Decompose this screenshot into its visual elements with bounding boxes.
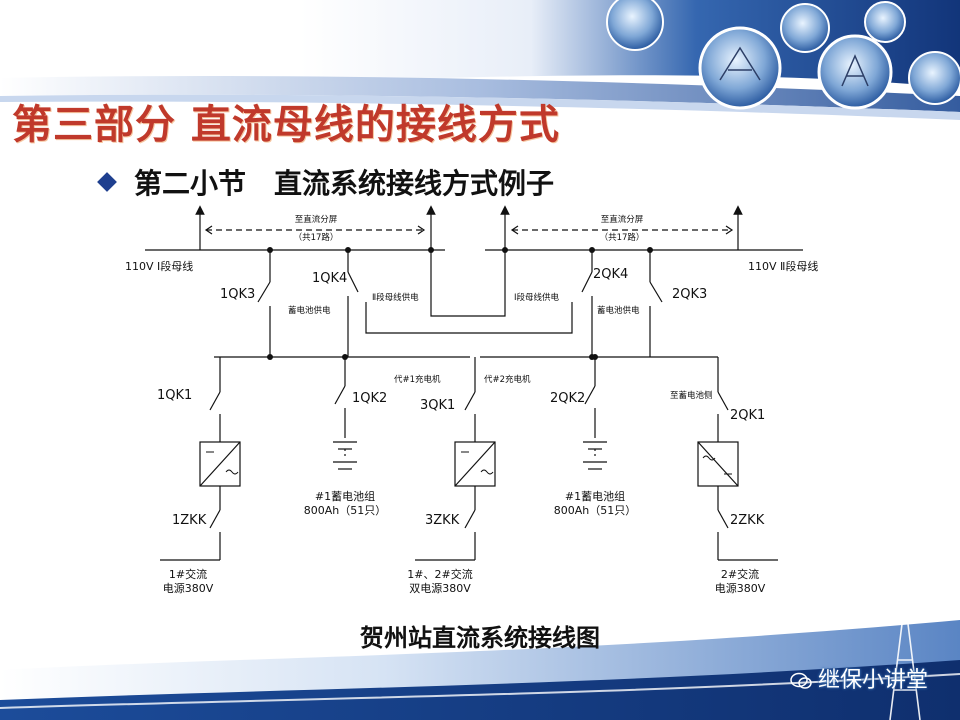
bus-2-label: 110V Ⅱ段母线	[748, 259, 818, 273]
feeder-note-right-1: 至直流分屏	[601, 214, 644, 225]
switch-2qk1-label: 2QK1	[730, 408, 765, 423]
footer-tower-graphic	[880, 599, 930, 720]
wechat-icon	[790, 672, 812, 689]
switch-1qk2-label: 1QK2	[352, 391, 387, 406]
junction-dots	[267, 247, 653, 360]
switch-3zkk-label: 3ZKK	[425, 513, 460, 528]
battery-right-name: #1蓄电池组	[565, 489, 625, 503]
note-bus2-supply: Ⅱ段母线供电	[372, 292, 419, 303]
battery-left-capacity: 800Ah（51只）	[304, 504, 387, 517]
watermark: 继保小讲堂	[790, 662, 928, 694]
subtitle-row: 第二小节 直流系统接线方式例子	[97, 162, 555, 202]
note-battery-supply-left: 蓄电池供电	[288, 305, 331, 316]
note-bus1-supply: Ⅰ段母线供电	[514, 292, 560, 303]
header-banner	[0, 0, 960, 120]
source-right-2: 电源380V	[715, 581, 766, 595]
diagram-lines	[145, 205, 803, 561]
switch-3qk1-label: 3QK1	[420, 398, 455, 413]
slide-title: 第三部分 直流母线的接线方式	[12, 101, 560, 148]
rectifier-symbols	[206, 451, 732, 475]
source-left-2: 电源380V	[163, 581, 214, 595]
feeder-note-right-2: （共17路）	[600, 232, 645, 243]
switch-2zkk-label: 2ZKK	[730, 513, 765, 528]
switch-2qk4-label: 2QK4	[593, 267, 628, 282]
source-mid-1: 1#、2#交流	[407, 567, 472, 581]
section-subtitle: 第二小节 直流系统接线方式例子	[134, 167, 555, 200]
diagram-caption: 贺州站直流系统接线图	[360, 623, 600, 652]
footer-band	[0, 599, 960, 720]
battery-left-name: #1蓄电池组	[315, 489, 375, 503]
watermark-text: 继保小讲堂	[817, 668, 928, 693]
note-sub-charger-1: 代#1充电机	[394, 374, 441, 385]
header-photo-orbs	[606, 0, 960, 110]
feeder-note-left-2: （共17路）	[294, 232, 339, 243]
source-left-1: 1#交流	[169, 567, 207, 581]
switch-1qk4-label: 1QK4	[312, 271, 347, 286]
source-right-1: 2#交流	[721, 567, 759, 581]
note-sub-charger-2: 代#2充电机	[484, 374, 531, 385]
switch-1qk1-label: 1QK1	[157, 388, 192, 403]
note-battery-supply-right: 蓄电池供电	[597, 305, 640, 316]
switch-1qk3-label: 1QK3	[220, 287, 255, 302]
switch-1zkk-label: 1ZKK	[172, 513, 207, 528]
feeder-note-left-1: 至直流分屏	[295, 214, 338, 225]
source-mid-2: 双电源380V	[409, 581, 471, 595]
bus-1-label: 110V Ⅰ段母线	[125, 259, 193, 273]
switch-2qk2-label: 2QK2	[550, 391, 585, 406]
switch-2qk3-label: 2QK3	[672, 287, 707, 302]
note-to-battery: 至蓄电池侧	[670, 390, 713, 401]
battery-right-capacity: 800Ah（51只）	[554, 504, 637, 517]
